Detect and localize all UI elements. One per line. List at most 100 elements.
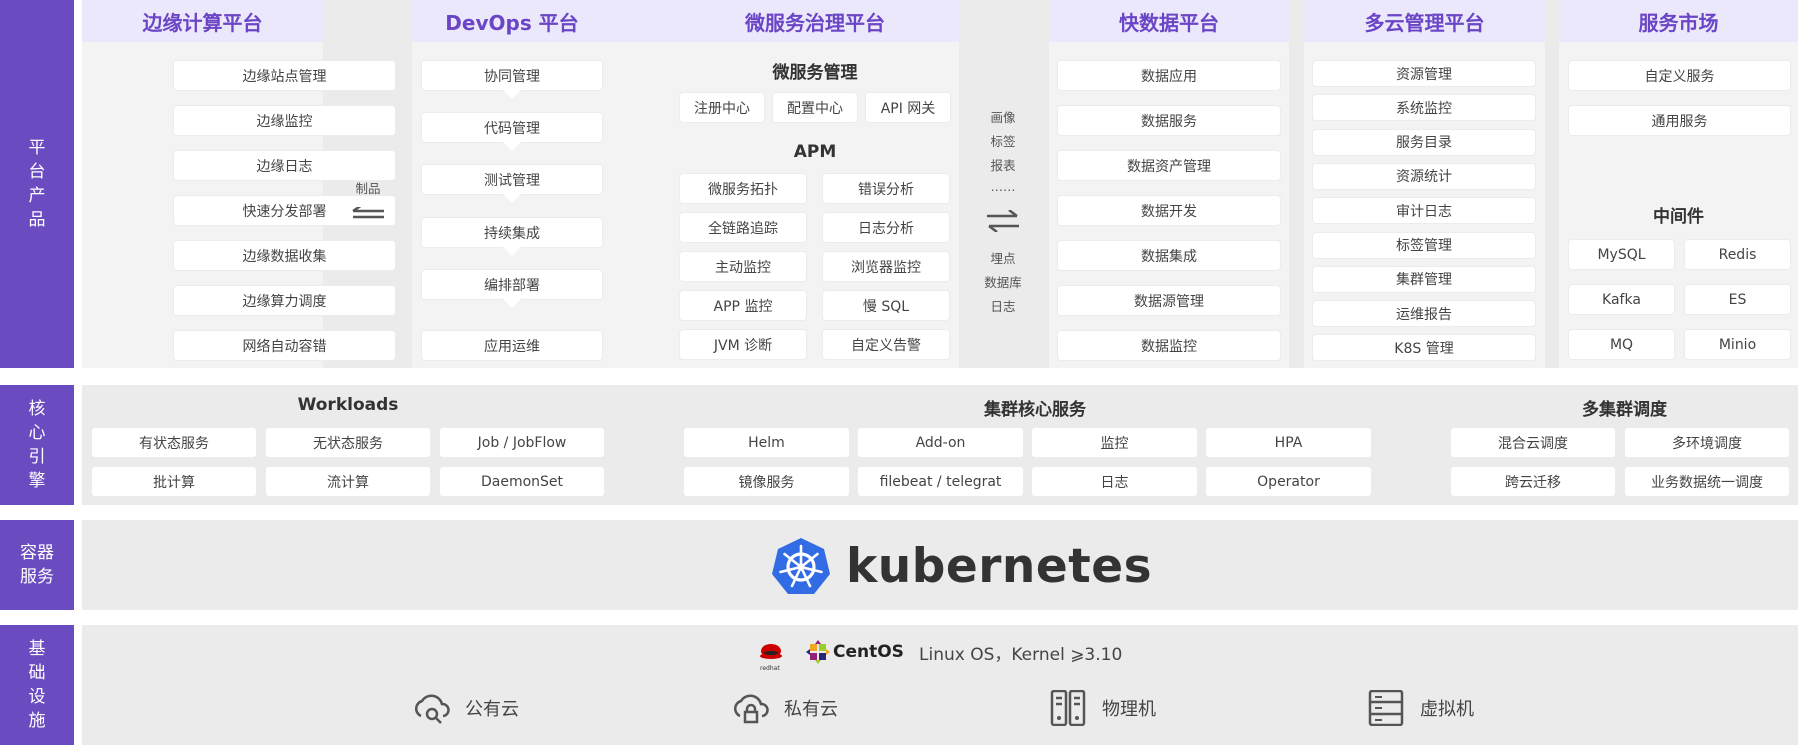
infra-label: 物理机 [1102,699,1156,720]
devops-item: 应用运维 [422,331,602,360]
workload-item: Job / JobFlow [440,428,604,457]
side-label-text: 容器服务 [20,543,54,587]
edge-title: 边缘计算平台 [82,0,323,42]
exchange-label: 画像 [990,110,1016,125]
multicloud-item: 服务目录 [1313,129,1535,155]
edge-item: 边缘数据收集 [174,241,395,270]
physical-server-icon [1048,689,1088,730]
workload-item: 有状态服务 [92,428,256,457]
exchange-label: 日志 [990,299,1016,314]
multicloud-item: 系统监控 [1313,95,1535,121]
centos-text: CentOS [833,642,904,662]
multicluster-item: 跨云迁移 [1451,467,1615,496]
flow-arrow-icon [503,247,521,256]
public-cloud-icon [411,690,451,730]
market-item: 通用服务 [1569,106,1790,135]
apm-title: APM [793,142,837,162]
multicloud-item: K8S 管理 [1313,335,1535,361]
infra-label: 虚拟机 [1420,699,1474,720]
infra-label: 私有云 [784,699,838,720]
infra-label: 公有云 [465,699,519,720]
middleware-item: MySQL [1569,240,1674,269]
fastdata-item: 数据源管理 [1058,286,1280,315]
exchange-label: 埋点 [990,251,1016,266]
middleware-title: 中间件 [1653,207,1704,227]
devops-item: 代码管理 [422,113,602,142]
side-label-text: 平台产品 [28,138,46,230]
devops-item: 测试管理 [422,165,602,194]
cluster-core-item: 镜像服务 [684,467,849,496]
fastdata-item: 数据服务 [1058,106,1280,135]
multicloud-item: 运维报告 [1313,301,1535,327]
market-title: 服务市场 [1559,0,1798,42]
workload-item: 无状态服务 [266,428,430,457]
infra-band [82,625,1798,745]
edge-item: 边缘算力调度 [174,286,395,315]
exchange-label: 报表 [990,158,1016,173]
exchange-label: …… [990,179,1016,194]
apm-item: APP 监控 [680,291,806,320]
devops-item: 编排部署 [422,270,602,299]
fastdata-item: 数据监控 [1058,331,1280,360]
apm-item: 日志分析 [823,213,949,242]
micro-mgmt-title: 微服务管理 [772,63,858,83]
multicloud-item: 集群管理 [1313,266,1535,292]
redhat-logo-icon [760,644,782,659]
multicluster-item: 多环境调度 [1625,428,1789,457]
artifact-label: 制品 [355,181,381,196]
multicluster-title: 多集群调度 [1582,400,1667,420]
cluster-core-item: Helm [684,428,849,457]
artifact-arrow-icon [352,207,384,219]
workload-item: 批计算 [92,467,256,496]
side-label-text: 基础设施 [28,639,46,731]
apm-item: 浏览器监控 [823,252,949,281]
cluster-core-item: HPA [1206,428,1371,457]
middleware-item: Redis [1685,240,1790,269]
apm-item: 自定义告警 [823,330,949,359]
fastdata-item: 数据开发 [1058,196,1280,225]
kubernetes-logo-icon [772,538,830,594]
apm-item: 主动监控 [680,252,806,281]
devops-item: 持续集成 [422,218,602,247]
devops-item: 协同管理 [422,61,602,90]
fastdata-title: 快数据平台 [1049,0,1289,42]
cluster-core-item: 日志 [1032,467,1197,496]
container-band [82,520,1798,610]
workloads-title: Workloads [297,395,399,415]
multicluster-item: 业务数据统一调度 [1625,467,1789,496]
flow-arrow-icon [503,142,521,151]
micro-mgmt-item: 配置中心 [773,93,857,122]
apm-item: 微服务拓扑 [680,174,806,203]
middleware-item: Minio [1685,330,1790,359]
exchange-arrows-icon [987,210,1019,232]
flow-arrow-icon [503,194,521,203]
middleware-item: ES [1685,285,1790,314]
apm-item: 全链路追踪 [680,213,806,242]
side-label-core: 核心引擎 [0,385,74,505]
virtual-machine-icon [1366,689,1406,730]
multicloud-title: 多云管理平台 [1304,0,1545,42]
fastdata-item: 数据资产管理 [1058,151,1280,180]
exchange-label: 数据库 [984,275,1022,290]
side-label-infra: 基础设施 [0,625,74,745]
micro-mgmt-item: API 网关 [866,93,950,122]
cluster-core-item: Add-on [858,428,1023,457]
apm-item: 慢 SQL [823,291,949,320]
kubernetes-wordmark: kubernetes [846,538,1153,594]
exchange-label: 标签 [990,134,1016,149]
edge-item: 边缘日志 [174,151,395,180]
edge-item: 边缘监控 [174,106,395,135]
cluster-core-item: 监控 [1032,428,1197,457]
workload-item: DaemonSet [440,467,604,496]
apm-item: 错误分析 [823,174,949,203]
multicloud-item: 资源统计 [1313,163,1535,189]
edge-panel: 边缘计算平台 边缘站点管理边缘监控边缘日志快速分发部署边缘数据收集边缘算力调度网… [82,0,395,368]
edge-item: 边缘站点管理 [174,61,395,90]
cluster-core-title: 集群核心服务 [984,400,1086,420]
flow-arrow-icon [503,299,521,308]
centos-logo-icon [806,640,830,664]
private-cloud-icon [730,690,770,730]
middleware-item: MQ [1569,330,1674,359]
middleware-item: Kafka [1569,285,1674,314]
multicloud-item: 标签管理 [1313,232,1535,258]
